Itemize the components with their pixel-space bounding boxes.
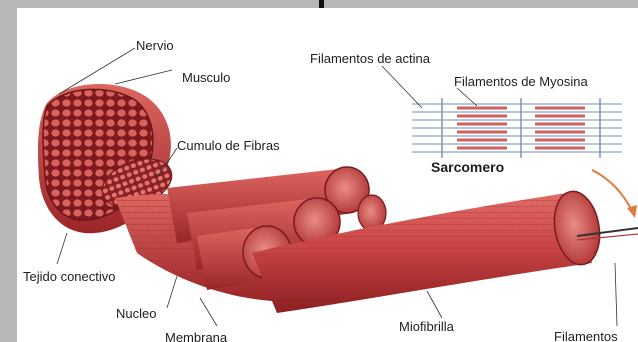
sarcomere-diagram: [412, 96, 622, 166]
zoom-arrow: [592, 170, 633, 213]
label-filamentos-myosina: Filamentos de Myosina: [454, 74, 588, 89]
label-cumulo-de-fibras: Cumulo de Fibras: [177, 138, 280, 153]
label-nervio: Nervio: [136, 38, 174, 53]
diagram-canvas: Nervio Musculo Cumulo de Fibras Tejido c…: [17, 8, 638, 342]
label-miofibrilla: Miofibrilla: [399, 319, 454, 334]
label-tejido-conectivo: Tejido conectivo: [23, 269, 116, 284]
label-nucleo: Nucleo: [116, 306, 156, 321]
zoom-arrowhead: [627, 205, 637, 218]
label-filamentos: Filamentos: [554, 329, 618, 342]
label-membrana: Membrana: [165, 330, 227, 342]
label-musculo: Musculo: [182, 70, 230, 85]
label-sarcomero: Sarcomero: [431, 160, 504, 175]
label-filamentos-actina: Filamentos de actina: [310, 51, 430, 66]
